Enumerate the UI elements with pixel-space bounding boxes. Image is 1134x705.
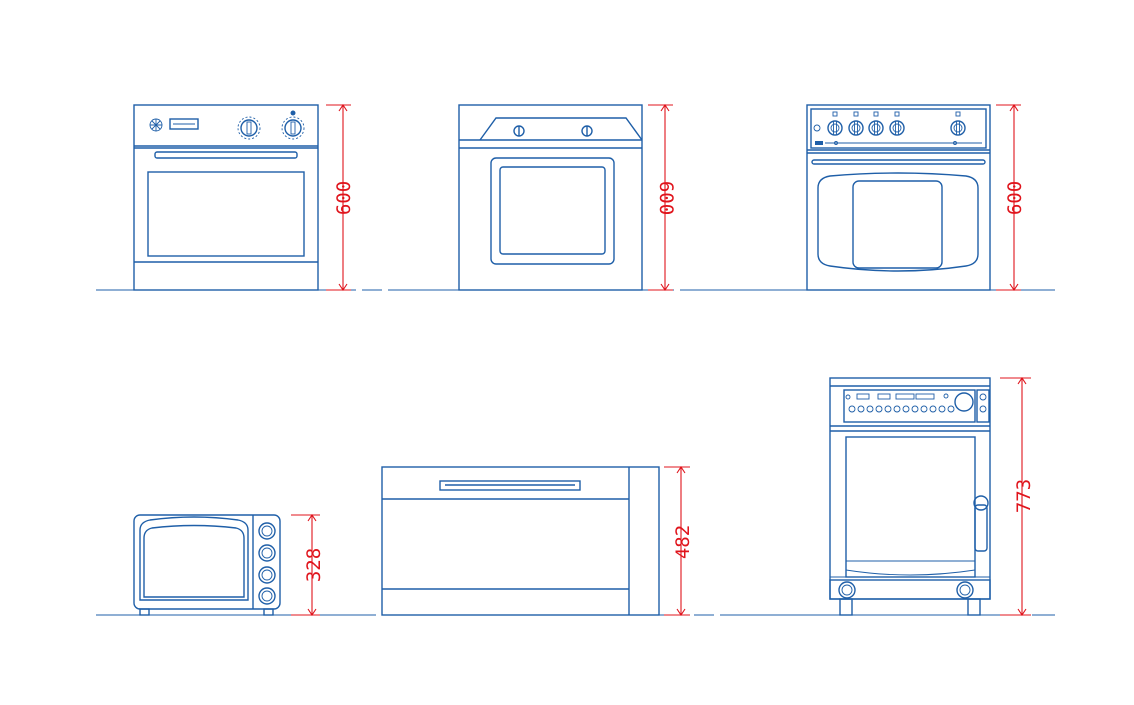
knob-icon: [581, 125, 593, 137]
knob-icon: [258, 544, 276, 562]
knob-icon: [513, 125, 525, 137]
knob-icon: [848, 120, 864, 136]
knob-icon: [868, 120, 884, 136]
oven-2-front-elevation: [458, 104, 643, 291]
oven-2-dimension: 600: [648, 104, 677, 291]
clock-display: [169, 118, 199, 130]
drawer-oven-front-elevation: [381, 466, 660, 616]
knob-icon: [838, 581, 856, 599]
knob-icon: [258, 566, 276, 584]
range-cooker-front-elevation: [829, 377, 991, 616]
toaster-oven-front-elevation: [133, 514, 281, 616]
dimension-label: 600: [1004, 181, 1026, 215]
oven-1-dimension: 600: [326, 104, 355, 291]
dimension-label: 600: [655, 181, 677, 215]
oven-3-front-elevation: [806, 104, 991, 291]
dimension-label: 328: [303, 548, 325, 582]
dimension-label: 482: [672, 525, 694, 559]
drawer-oven-dimension: 482: [664, 466, 694, 616]
fan-icon: [149, 118, 163, 132]
toaster-oven-dimension: 328: [291, 514, 325, 616]
knob-icon: [956, 581, 974, 599]
knob-icon: [258, 522, 276, 540]
knob-icon: [237, 116, 261, 140]
knob-icon: [827, 120, 843, 136]
oven-3-dimension: 600: [996, 104, 1026, 291]
knob-icon: [281, 116, 305, 140]
knob-icon: [889, 120, 905, 136]
knob-icon: [954, 392, 974, 412]
dimension-label: 600: [333, 181, 355, 215]
button-row: [848, 405, 955, 413]
knob-icon: [258, 587, 276, 605]
dimension-label: 773: [1013, 479, 1035, 513]
range-cooker-dimension: 773: [1000, 377, 1035, 616]
oven-1-front-elevation: [133, 104, 319, 291]
knob-icon: [950, 120, 966, 136]
